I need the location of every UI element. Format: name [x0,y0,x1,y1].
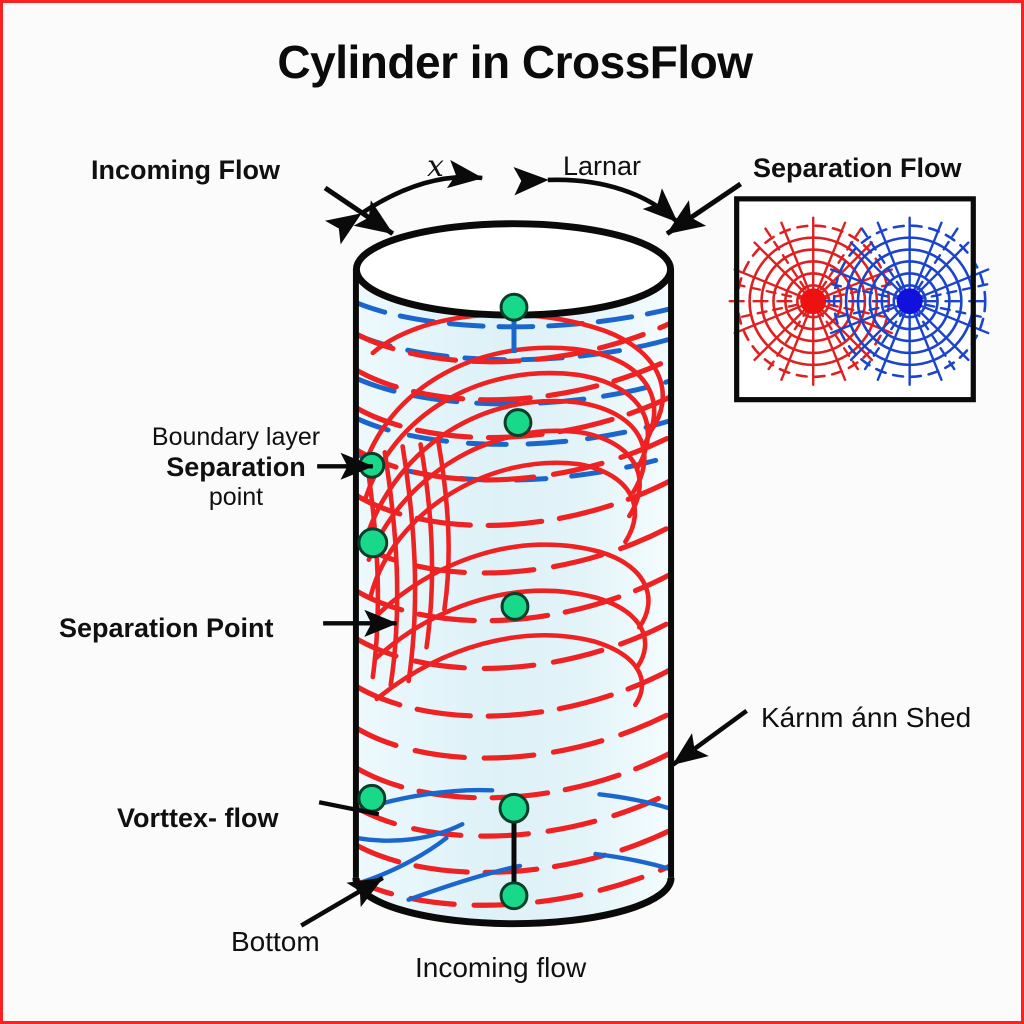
x-axis-arc [324,159,484,245]
diagram-svg [300,159,995,928]
vortex-flow-leader [318,800,380,817]
label-laminar: Larnar [563,151,642,181]
label-karman-shed: Kárnm ánn Shed [761,702,972,733]
incoming-flow-arrow [323,185,395,236]
separation-marker[interactable] [357,783,387,813]
label-incoming-flow-top: Incoming Flow [91,155,280,185]
page-title: Cylinder in CrossFlow [277,36,753,88]
separation-flow-leader [665,181,743,236]
label-boundary-layer-line1: Boundary layer [151,423,321,451]
separation-marker[interactable] [498,792,530,824]
separation-marker[interactable] [499,292,529,322]
separation-marker[interactable] [503,408,533,437]
separation-marker[interactable] [357,527,389,559]
label-x-axis: x [427,149,444,184]
leader-lines [300,159,748,928]
label-vortex-flow: Vorttex- flow [117,803,279,833]
label-separation-flow: Separation Flow [753,153,962,183]
inset-vortex-blue [824,216,995,386]
red-vortex-swirls [360,312,666,708]
bottom-leader [300,875,384,928]
label-boundary-layer-block: Boundary layer Separation point [91,423,381,512]
inset-panel [728,196,995,403]
separation-marker[interactable] [499,881,529,911]
label-separation-point: Separation Point [59,613,274,643]
inset-frame-overlay [734,196,976,403]
marker-group [357,292,533,911]
label-bottom: Bottom [231,926,320,957]
label-boundary-layer-line3: point [208,483,264,511]
separation-marker[interactable] [500,592,530,621]
label-boundary-layer-line2: Separation [166,452,306,482]
laminar-arc [513,166,679,224]
karman-shed-leader [671,708,748,767]
label-incoming-flow-bottom: Incoming flow [415,952,587,983]
